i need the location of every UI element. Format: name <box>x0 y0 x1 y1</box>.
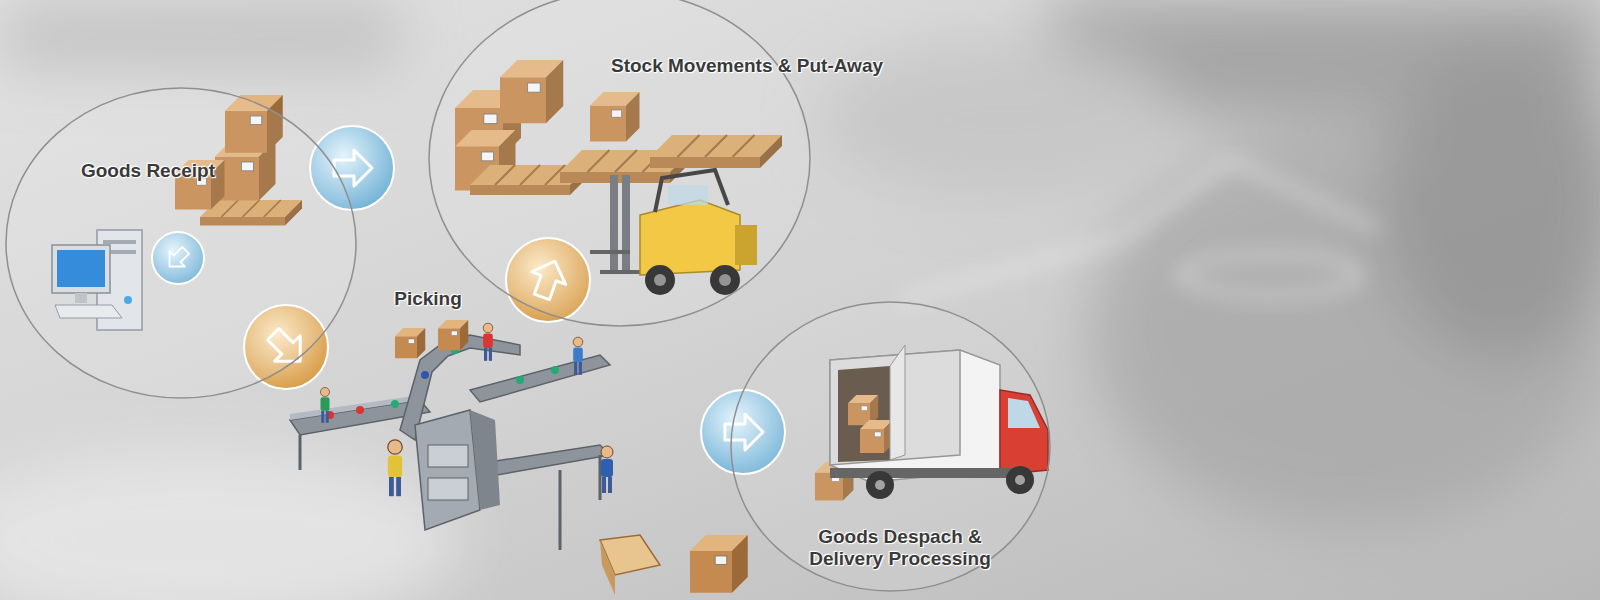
circle-outline <box>5 87 357 399</box>
process-title: Stock Movements & Put-Away <box>611 55 883 77</box>
process-circle: Goods Receipt <box>5 87 357 399</box>
process-circle: Goods Despach & Delivery Processing <box>730 301 1051 592</box>
process-circle: Stock Movements & Put-Away <box>428 0 888 327</box>
circle-outline <box>428 0 811 327</box>
process-title: Goods Despach & Delivery Processing <box>788 526 1013 570</box>
stage-label: Picking <box>394 288 462 310</box>
process-title: Goods Receipt <box>81 160 215 182</box>
